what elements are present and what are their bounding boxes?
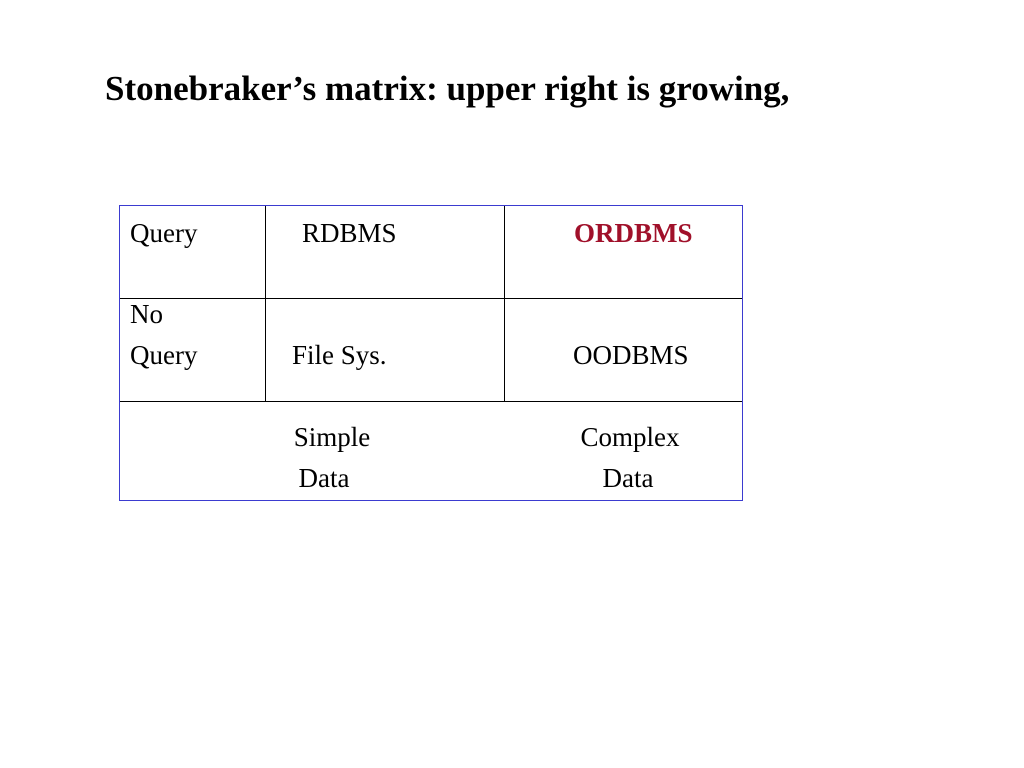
row-label-no: No: [130, 299, 163, 329]
column-label-simple: Simple: [293, 422, 371, 452]
row-label-query: Query: [130, 218, 198, 248]
cell-oodbms: OODBMS: [573, 340, 689, 370]
cell-file-sys: File Sys.: [292, 340, 387, 370]
column-label-complex-data: Data: [602, 463, 654, 493]
column-divider-left-lower: [265, 298, 266, 401]
row-divider-top: [120, 298, 742, 299]
column-label-simple-data: Data: [298, 463, 350, 493]
slide-title: Stonebraker’s matrix: upper right is gro…: [105, 69, 790, 108]
row-divider-bottom: [120, 401, 742, 402]
column-divider-left-upper: [265, 206, 266, 298]
column-divider-right: [504, 206, 505, 401]
column-label-complex: Complex: [580, 422, 680, 452]
stonebraker-matrix: Query No Query RDBMS ORDBMS File Sys. OO…: [119, 205, 743, 501]
cell-ordbms: ORDBMS: [574, 218, 693, 248]
row-label-no-query: Query: [130, 340, 198, 370]
cell-rdbms: RDBMS: [302, 218, 397, 248]
